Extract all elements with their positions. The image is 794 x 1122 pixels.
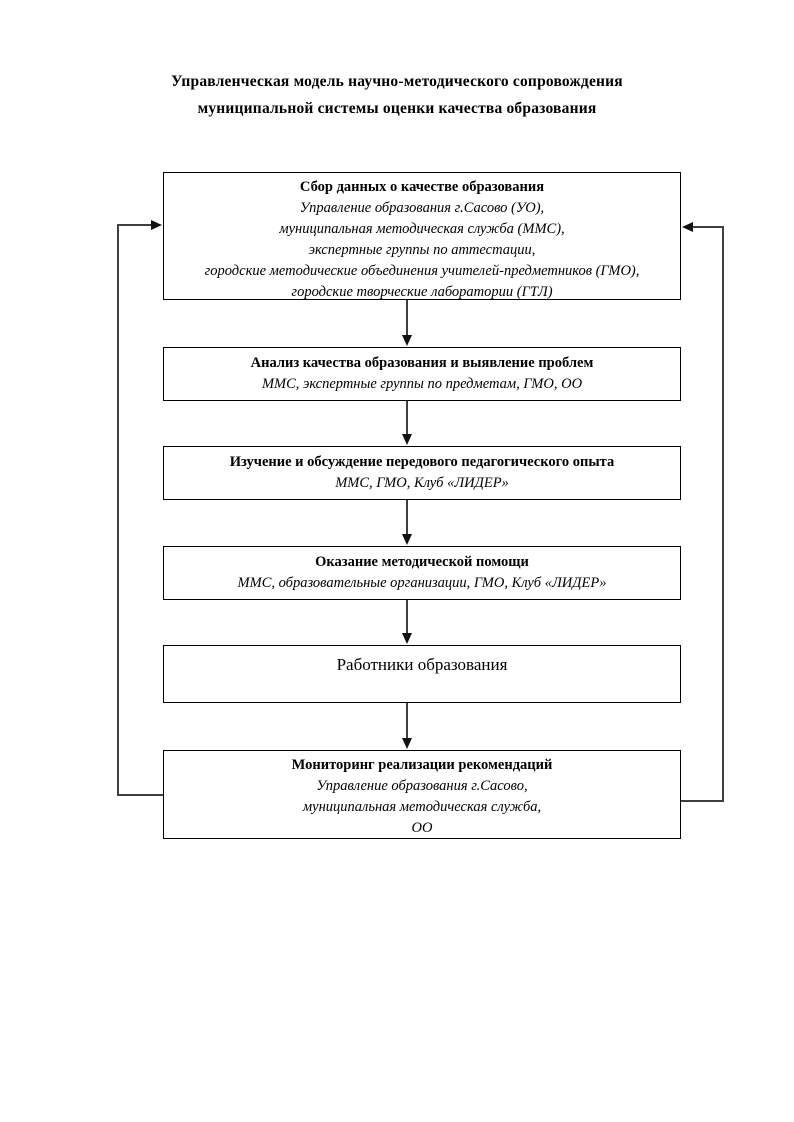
flow-box-methodical-help: Оказание методической помощи ММС, образо… xyxy=(163,546,681,600)
arrowhead-box1-to-box2 xyxy=(402,335,412,346)
box-subtitle-line: ММС, экспертные группы по предметам, ГМО… xyxy=(261,376,583,392)
arrowhead-box2-to-box3 xyxy=(402,434,412,445)
box-subtitle-line: городские методические объединения учите… xyxy=(204,263,640,279)
feedback-line-left xyxy=(117,224,163,796)
box-title: Анализ качества образования и выявление … xyxy=(250,355,594,371)
box-subtitle-line: ММС, ГМО, Клуб «ЛИДЕР» xyxy=(335,475,509,491)
box-subtitle-line: экспертные группы по аттестации, xyxy=(308,242,536,258)
box-subtitle-line: ОО xyxy=(411,820,433,836)
page-title-line-2: муниципальной системы оценки качества об… xyxy=(197,100,597,117)
arrowhead-box3-to-box4 xyxy=(402,534,412,545)
box-title: Работники образования xyxy=(336,655,508,674)
flow-box-data-collection: Сбор данных о качестве образования Управ… xyxy=(163,172,681,300)
box-subtitle-line: муниципальная методическая служба, xyxy=(302,799,542,815)
box-subtitle-line: городские творческие лаборатории (ГТЛ) xyxy=(291,284,553,300)
box-subtitle-line: муниципальная методическая служба (ММС), xyxy=(279,221,565,237)
box-title: Сбор данных о качестве образования xyxy=(299,179,545,195)
box-subtitle-line: Управление образования г.Сасово, xyxy=(316,778,528,794)
flow-box-monitoring: Мониторинг реализации рекомендаций Управ… xyxy=(163,750,681,839)
box-title: Оказание методической помощи xyxy=(315,554,529,570)
arrowhead-feedback-right xyxy=(682,222,693,232)
feedback-line-right xyxy=(681,226,724,802)
arrowhead-box5-to-box6 xyxy=(402,738,412,749)
flow-box-education-workers: Работники образования xyxy=(163,645,681,703)
box-subtitle-line: ММС, образовательные организации, ГМО, К… xyxy=(237,575,607,591)
arrowhead-feedback-left xyxy=(151,220,162,230)
box-title: Изучение и обсуждение передового педагог… xyxy=(229,454,615,470)
box-subtitle-line: Управление образования г.Сасово (УО), xyxy=(299,200,545,216)
arrowhead-box4-to-box5 xyxy=(402,633,412,644)
flow-box-best-practice-study: Изучение и обсуждение передового педагог… xyxy=(163,446,681,500)
page-title: Управленческая модель научно-методическо… xyxy=(0,68,794,122)
page-title-line-1: Управленческая модель научно-методическо… xyxy=(171,73,623,90)
flow-box-analysis: Анализ качества образования и выявление … xyxy=(163,347,681,401)
box-title: Мониторинг реализации рекомендаций xyxy=(291,757,553,773)
